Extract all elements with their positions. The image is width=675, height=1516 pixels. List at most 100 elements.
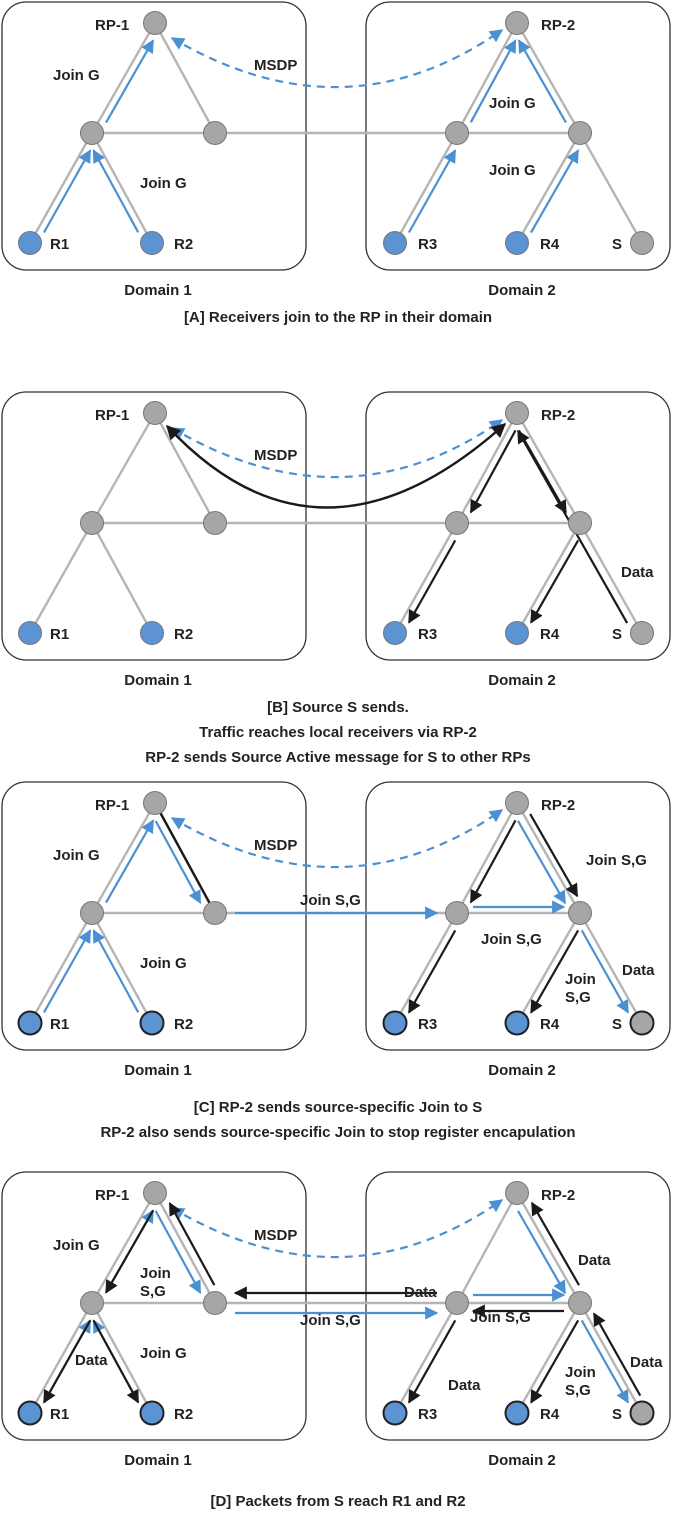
data-arrow-rp2-d2 [529, 813, 579, 898]
join-arrow-rp1 [105, 39, 155, 124]
msdp-label: MSDP [254, 837, 297, 854]
label-join-sg-inter: Join S,G [300, 1312, 361, 1329]
link-d2-r4 [515, 131, 582, 245]
join-sg-arrow-rp2-d2 [517, 820, 567, 905]
link-rp2-d2 [515, 21, 582, 135]
router-b1 [203, 1291, 227, 1315]
join-sg-arrow-d2-s [580, 929, 630, 1014]
link-d2-s [578, 521, 644, 635]
label-data-s: Data [622, 962, 655, 979]
caption-d: [D] Packets from S reach R1 and R2 [210, 1493, 465, 1510]
label-rp1: RP-1 [95, 17, 129, 34]
receiver-r3 [383, 231, 407, 255]
join-arrow-r4 [530, 149, 580, 234]
join-arrow-r2 [92, 149, 140, 233]
data-arrow-rp2-c2 [469, 429, 517, 514]
msdp-label: MSDP [254, 1227, 297, 1244]
label-s: S [612, 1406, 622, 1423]
receiver-r4 [504, 1400, 530, 1426]
label-join-g-rp2: Join G [489, 95, 536, 112]
router-s [629, 1400, 655, 1426]
label-r2: R2 [174, 626, 193, 643]
label-rp2: RP-2 [541, 407, 575, 424]
domain-1-label: Domain 1 [124, 1452, 192, 1469]
link-c2-r3 [393, 521, 459, 635]
data-arrow-d2-r4 [530, 929, 580, 1014]
join-arrow-c2-rp2 [469, 39, 517, 123]
label-r1: R1 [50, 626, 69, 643]
data-arrow-rp2-c2 [469, 819, 517, 904]
join-arrow-rp1 [105, 819, 155, 904]
router-c2 [445, 901, 469, 925]
link-rp1-a1 [90, 801, 157, 915]
data-arrow-b1-rp1 [168, 1202, 216, 1286]
domain-2-box [365, 1, 671, 271]
domain-1-label: Domain 1 [124, 282, 192, 299]
msdp-label: MSDP [254, 447, 297, 464]
domain-2-box [365, 391, 671, 661]
caption-b1: [B] Source S sends. [267, 699, 409, 716]
label-data-inter: Data [404, 1284, 437, 1301]
domain-1-box [1, 781, 307, 1051]
data-arrow-a1-r1 [42, 1319, 92, 1404]
link-c2-r3 [393, 911, 459, 1025]
label-rp1: RP-1 [95, 407, 129, 424]
router-rp1 [143, 791, 167, 815]
msdp-link [170, 29, 504, 89]
receiver-r2 [140, 231, 164, 255]
label-join-g-r4: Join G [489, 162, 536, 179]
data-arrow-c2-r3 [407, 1319, 457, 1404]
link-rp2-d2 [515, 1191, 582, 1305]
label-r3: R3 [418, 236, 437, 253]
join-arrow-r2 [92, 929, 140, 1013]
router-d2 [568, 901, 592, 925]
join-sg-arrow-rp1-b1 [154, 820, 202, 904]
data-arrow-c2-r3 [407, 539, 457, 624]
link-d2-s [578, 131, 644, 245]
link-rp2-d2 [515, 411, 582, 525]
router-c2 [445, 1291, 469, 1315]
link-c2-r3 [393, 131, 459, 245]
join-arrow-d2-rp2 [517, 39, 567, 124]
router-a1 [80, 511, 104, 535]
link-rp2-c2 [455, 1191, 519, 1305]
router-b1 [203, 511, 227, 535]
receiver-r2 [140, 621, 164, 645]
data-arrow-rp1-a1 [105, 1209, 155, 1294]
label-s: S [612, 626, 622, 643]
label-sg-s: S,G [565, 1382, 591, 1399]
label-rp2: RP-2 [541, 17, 575, 34]
link-rp1-a1 [90, 411, 157, 525]
link-d2-r4 [515, 521, 582, 635]
label-join-sg-c2-d2: Join S,G [470, 1309, 531, 1326]
router-rp2 [505, 401, 529, 425]
router-rp1 [143, 11, 167, 35]
join-sg-arrow-rp2-d2 [517, 1210, 567, 1295]
label-join-sg-rp2: Join S,G [586, 852, 647, 869]
router-c2 [445, 121, 469, 145]
label-join-s: Join [565, 1364, 596, 1381]
label-r2: R2 [174, 1016, 193, 1033]
domain-1-box [1, 1, 307, 271]
domain-1-label: Domain 1 [124, 672, 192, 689]
router-rp2 [505, 11, 529, 35]
link-a1-r1 [28, 521, 94, 635]
link-rp1-b1 [153, 411, 217, 525]
data-arrow-c2-r3 [407, 929, 457, 1014]
router-d2 [568, 1291, 592, 1315]
label-r1: R1 [50, 1016, 69, 1033]
label-join-g-rp1: Join G [53, 67, 100, 84]
link-c2-r3 [393, 1301, 459, 1415]
receiver-r1 [18, 621, 42, 645]
label-r2: R2 [174, 236, 193, 253]
domain-2-label: Domain 2 [488, 672, 556, 689]
label-s: S [612, 236, 622, 253]
receiver-r2 [139, 1400, 165, 1426]
link-rp2-c2 [455, 411, 519, 525]
receiver-r3 [383, 621, 407, 645]
label-data-rp2: Data [578, 1252, 611, 1269]
router-s [630, 621, 654, 645]
link-d2-r4 [515, 1301, 582, 1415]
receiver-r3 [382, 1010, 408, 1036]
